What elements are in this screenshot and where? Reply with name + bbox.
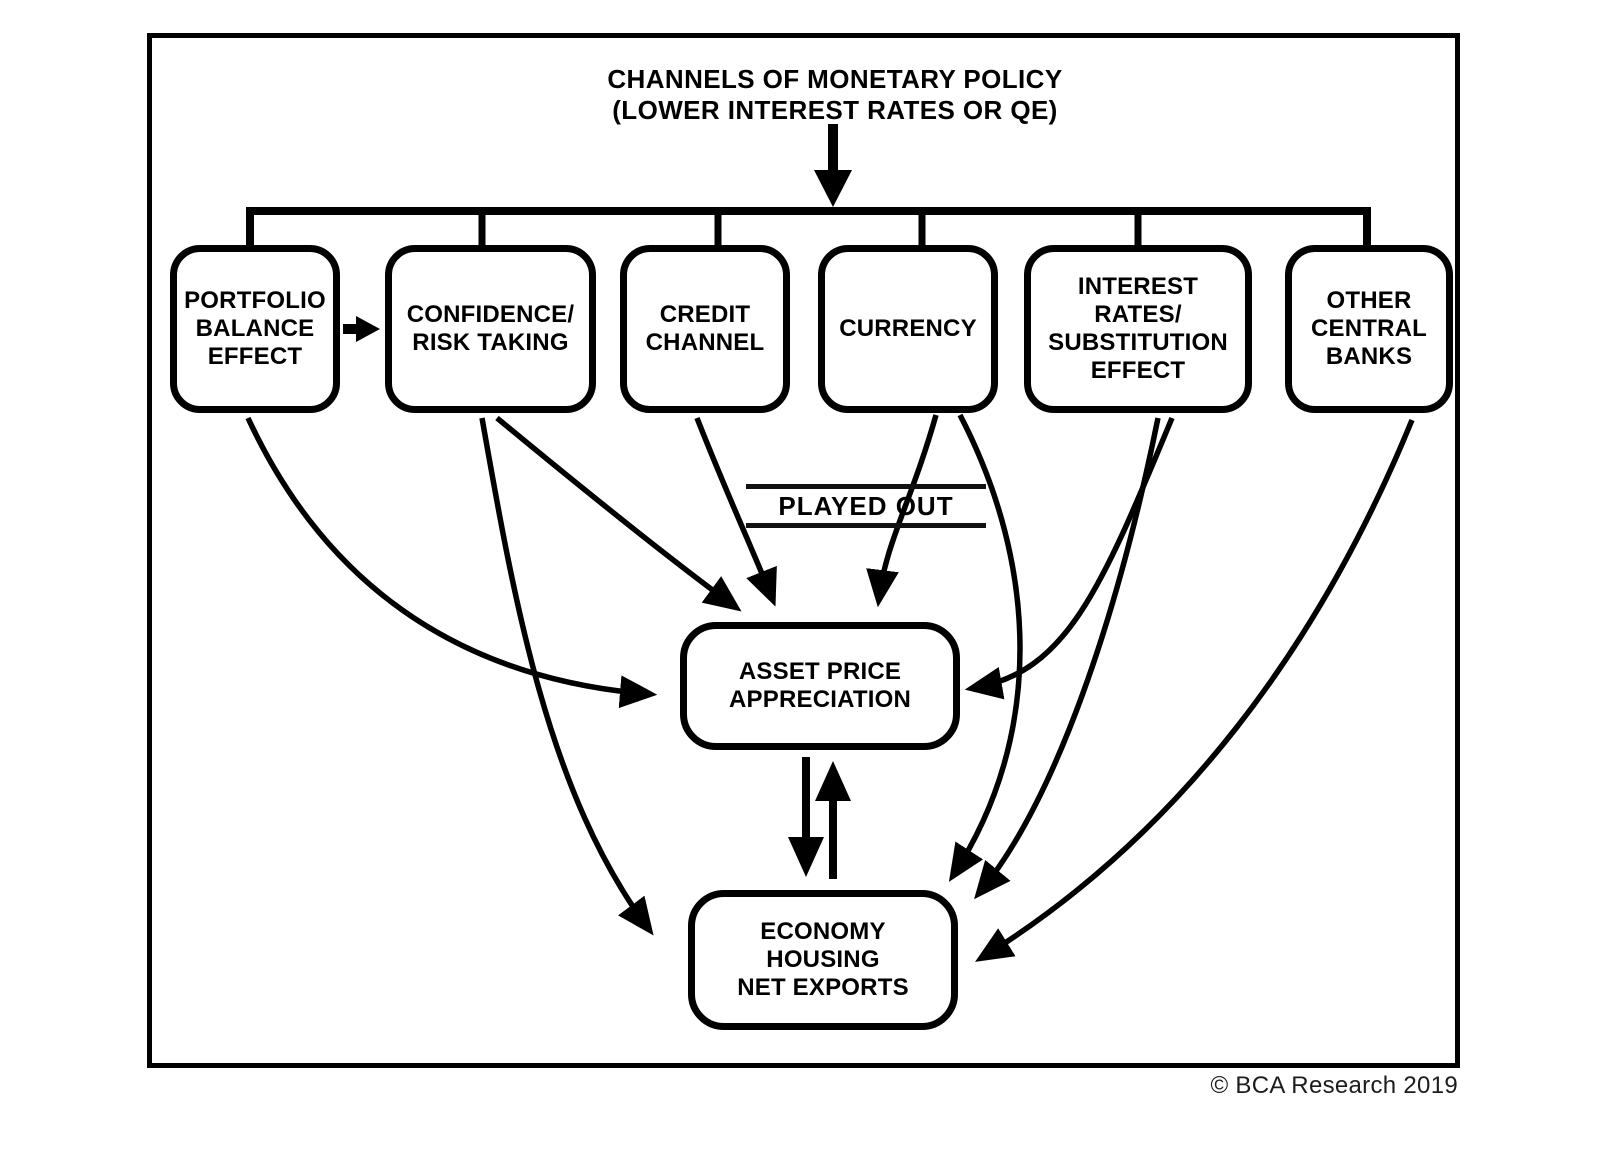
node-portfolio-label: PORTFOLIO BALANCE EFFECT bbox=[184, 287, 326, 370]
edge-currency-economy bbox=[948, 413, 1023, 882]
edge-credit-assetprice bbox=[694, 416, 777, 607]
distribution-bar-connector bbox=[246, 207, 1371, 247]
edge-confidence-economy bbox=[479, 417, 654, 936]
edge-economy-assetprice-up-head bbox=[815, 761, 851, 801]
copyright-credit: © BCA Research 2019 bbox=[1210, 1072, 1458, 1099]
edge-assetprice-economy-down-head bbox=[788, 837, 824, 877]
node-confidence-risk-taking: CONFIDENCE/ RISK TAKING bbox=[385, 245, 596, 413]
played-out-label: PLAYED OUT bbox=[778, 491, 954, 521]
node-portfolio-balance-effect: PORTFOLIO BALANCE EFFECT bbox=[170, 245, 340, 413]
node-currency-label: CURRENCY bbox=[839, 315, 977, 343]
edge-otherbanks-economy bbox=[975, 418, 1415, 962]
title-arrow-head bbox=[814, 170, 852, 207]
diagram-title: CHANNELS OF MONETARY POLICY (LOWER INTER… bbox=[607, 64, 1063, 125]
diagram-frame bbox=[147, 33, 1460, 1068]
node-currency: CURRENCY bbox=[818, 245, 998, 413]
played-out-annotation: PLAYED OUT bbox=[746, 484, 986, 528]
edge-interest-assetprice bbox=[964, 416, 1175, 700]
node-asset-price-label: ASSET PRICE APPRECIATION bbox=[729, 658, 911, 713]
node-confidence-label: CONFIDENCE/ RISK TAKING bbox=[406, 301, 575, 356]
edge-currency-assetprice bbox=[866, 414, 939, 608]
edge-interest-economy bbox=[974, 417, 1161, 900]
node-economy-housing-net-exports: ECONOMY HOUSING NET EXPORTS bbox=[688, 890, 958, 1030]
edge-portfolio-assetprice bbox=[245, 416, 658, 709]
node-credit-channel: CREDIT CHANNEL bbox=[620, 245, 790, 413]
node-interest-rates-substitution-effect: INTEREST RATES/ SUBSTITUTION EFFECT bbox=[1024, 245, 1252, 413]
node-asset-price-appreciation: ASSET PRICE APPRECIATION bbox=[680, 622, 960, 750]
edge-portfolio-confidence-head bbox=[356, 316, 380, 342]
node-credit-label: CREDIT CHANNEL bbox=[645, 301, 765, 356]
node-economy-label: ECONOMY HOUSING NET EXPORTS bbox=[737, 918, 909, 1001]
node-other-banks-label: OTHER CENTRAL BANKS bbox=[1310, 287, 1428, 370]
node-interest-label: INTEREST RATES/ SUBSTITUTION EFFECT bbox=[1048, 273, 1228, 384]
node-other-central-banks: OTHER CENTRAL BANKS bbox=[1285, 245, 1453, 413]
edge-confidence-assetprice bbox=[495, 415, 742, 612]
